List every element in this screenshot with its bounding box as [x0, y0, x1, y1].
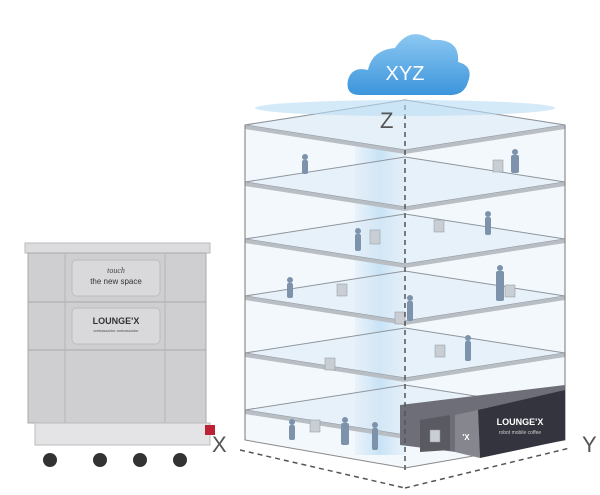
- room-sub: robot mobile coffee: [499, 430, 542, 436]
- crate-tagline: the new space: [90, 277, 142, 286]
- people: [287, 149, 519, 450]
- axis-x-label: X: [212, 432, 227, 457]
- room-side-mark: 'X: [462, 433, 470, 442]
- crate-robot: touch the new space LOUNGE'X ambassador …: [24, 242, 215, 467]
- crate-brand: LOUNGE'X: [93, 316, 140, 326]
- crate-brand-sub: ambassador ambassador: [93, 328, 139, 333]
- robots: [309, 159, 516, 443]
- axes: [239, 105, 571, 489]
- crate-tagline-italic: touch: [107, 266, 125, 275]
- room-brand: LOUNGE'X: [497, 417, 544, 427]
- cloud-icon: XYZ: [255, 34, 555, 116]
- cloud-label: XYZ: [386, 63, 425, 85]
- wheels: [43, 453, 187, 467]
- axis-z-label: Z: [380, 108, 393, 133]
- axis-y-label: Y: [582, 432, 597, 457]
